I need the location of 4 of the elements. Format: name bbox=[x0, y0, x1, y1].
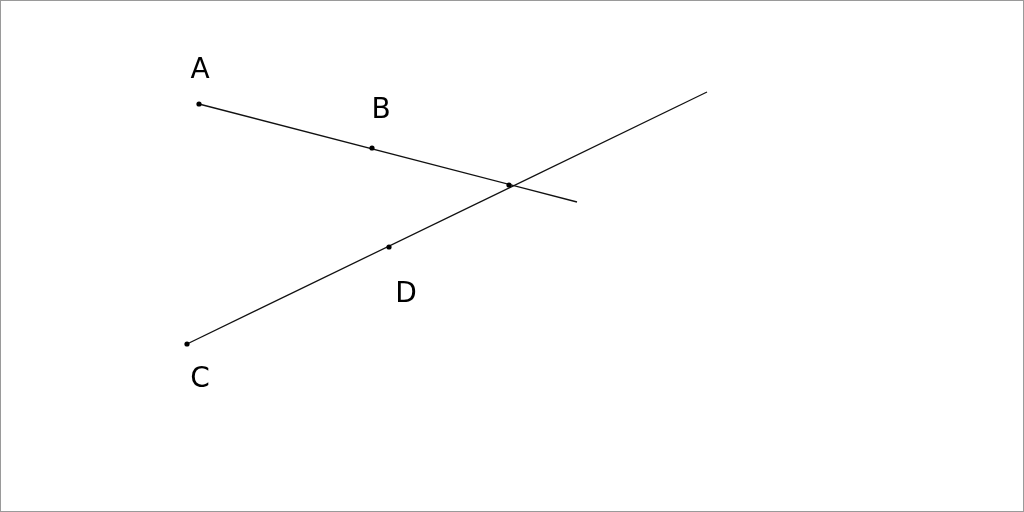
point-label: B bbox=[371, 94, 391, 124]
point-label: D bbox=[395, 278, 417, 308]
point-label: A bbox=[190, 54, 210, 84]
point-label: C bbox=[190, 363, 210, 393]
